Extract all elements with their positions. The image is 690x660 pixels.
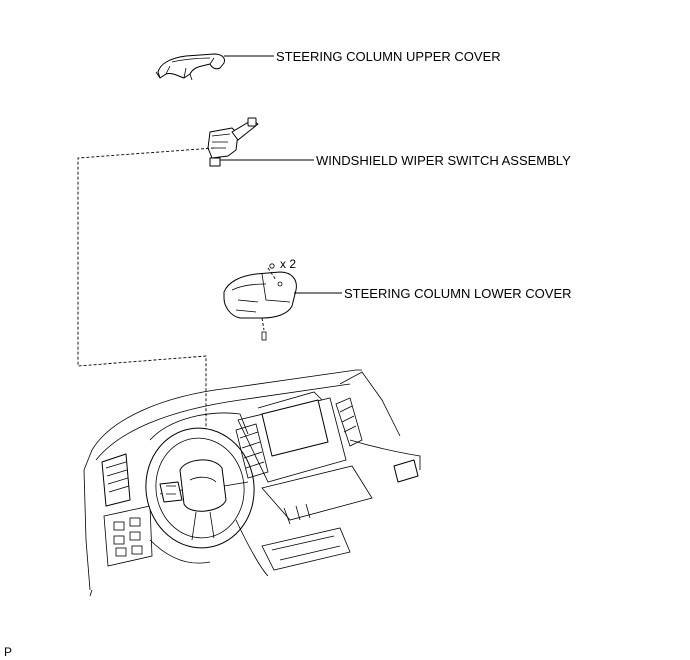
wiper-switch-label: WINDSHIELD WIPER SWITCH ASSEMBLY	[316, 153, 571, 168]
screw-lower-icon	[261, 317, 267, 341]
upper-cover-part	[155, 53, 225, 81]
screw-count-label: x 2	[280, 257, 296, 271]
lower-cover-part	[223, 271, 297, 319]
upper-cover-label: STEERING COLUMN UPPER COVER	[276, 49, 501, 64]
lower-cover-label: STEERING COLUMN LOWER COVER	[344, 286, 572, 301]
wiper-install-path	[77, 147, 215, 484]
dashboard-illustration	[83, 369, 421, 597]
screw-upper-icon	[267, 263, 277, 281]
wiper-switch-part	[207, 117, 259, 167]
corner-mark: P	[4, 645, 12, 659]
